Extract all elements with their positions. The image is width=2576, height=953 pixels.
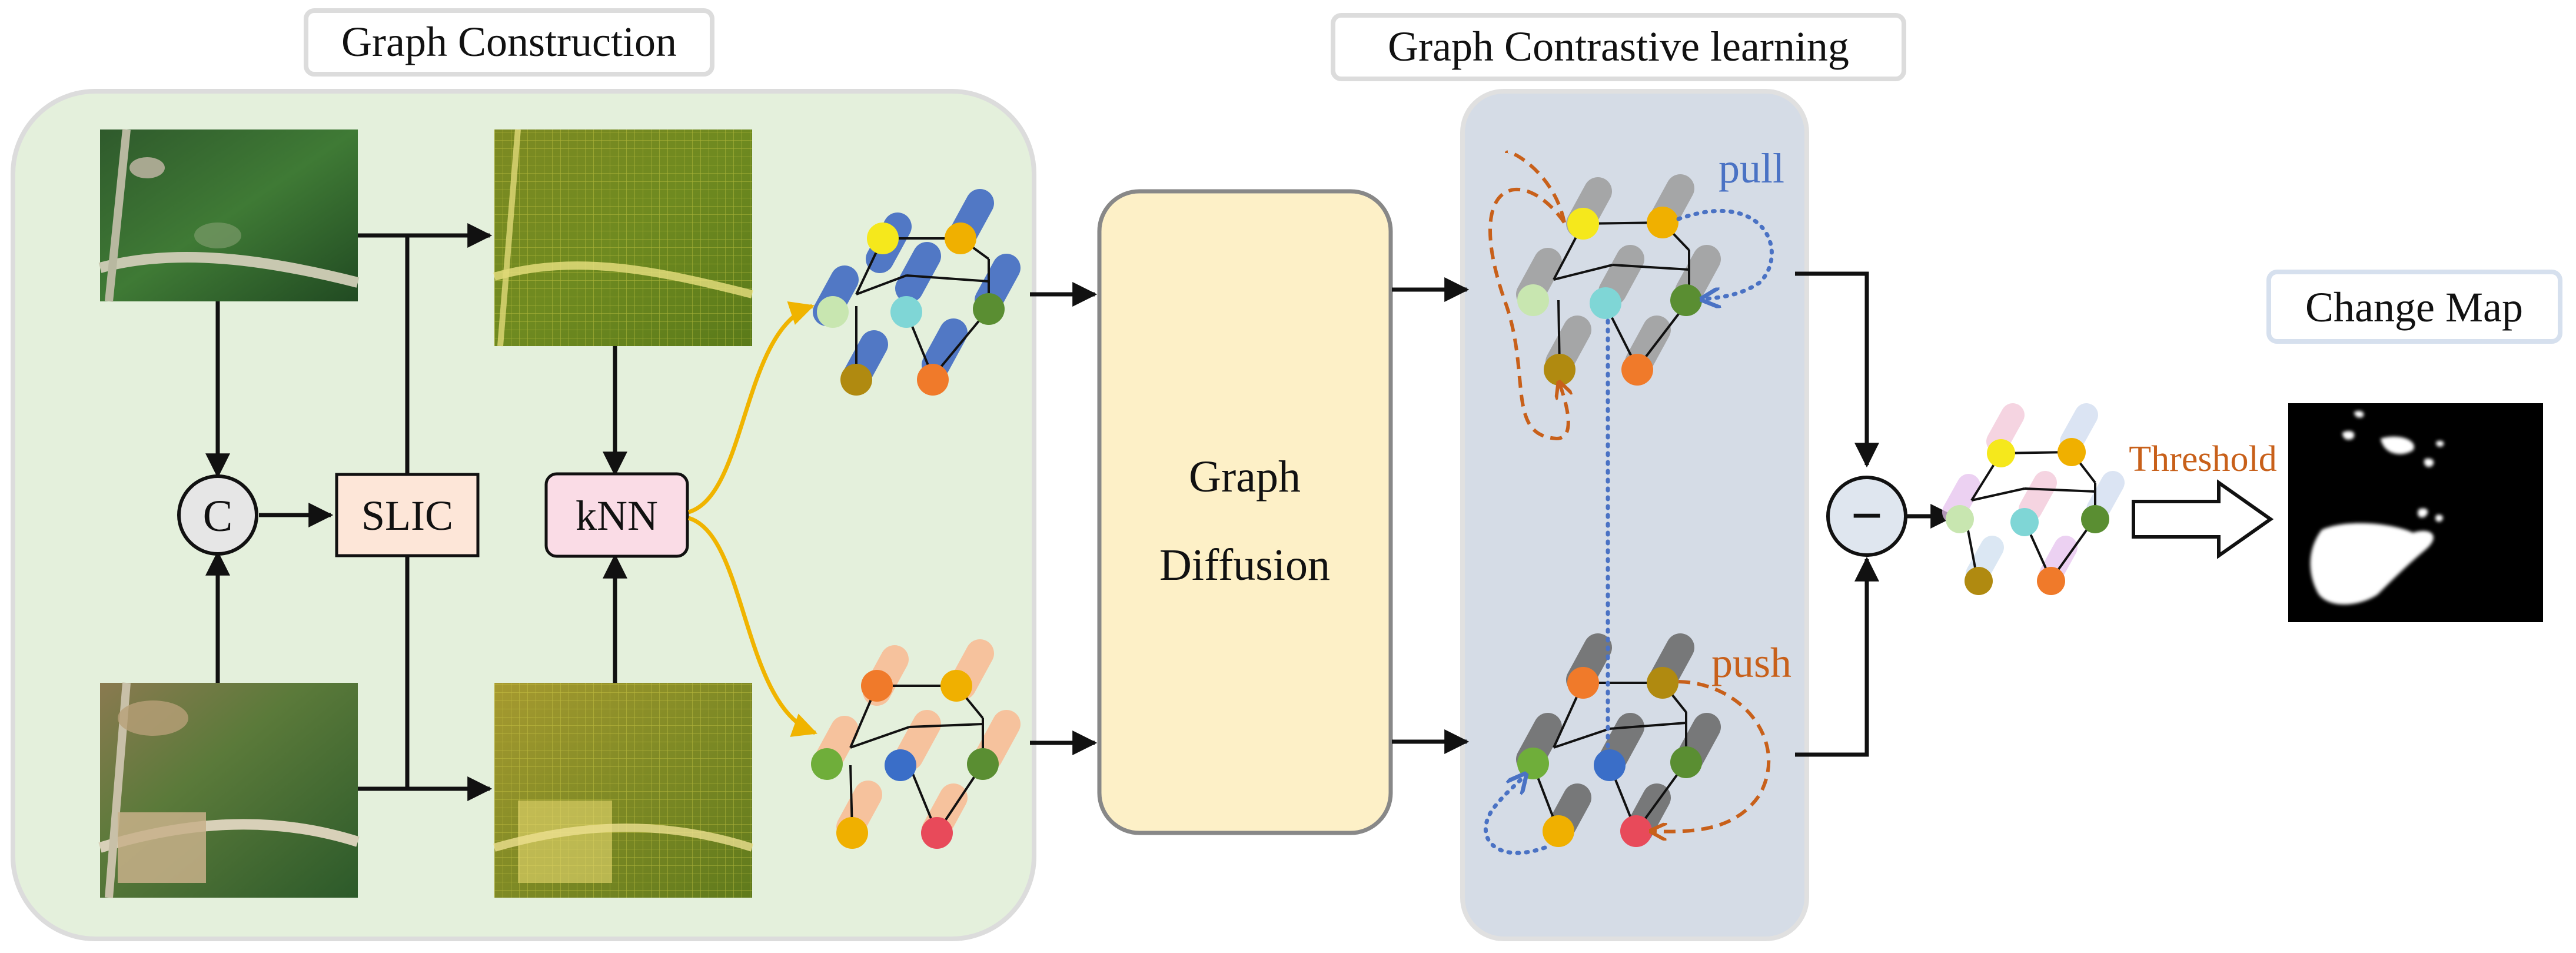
svg-text:kNN: kNN	[576, 492, 658, 539]
svg-text:Diffusion: Diffusion	[1159, 540, 1330, 590]
change-map-title: Change Map	[2266, 270, 2562, 344]
construction-connectors	[205, 223, 627, 801]
top-contrastive-curves	[1488, 150, 1774, 441]
satellite-image-t2	[98, 682, 360, 898]
svg-text:Change Map: Change Map	[2305, 284, 2523, 331]
push-label: push	[1711, 639, 1791, 686]
subtract-node: −	[1826, 476, 1907, 557]
graph-t1	[813, 189, 1021, 396]
graph-diffusion-node: Graph Diffusion	[1097, 189, 1393, 835]
svg-text:−: −	[1851, 484, 1883, 547]
fused-graph	[1942, 403, 2125, 595]
svg-text:SLIC: SLIC	[361, 492, 453, 539]
to-contrastive-arrows	[1392, 277, 1470, 754]
threshold-arrow	[2132, 479, 2274, 559]
graph-t2	[811, 639, 1021, 849]
bottom-contrastive-curves	[1483, 680, 1771, 855]
concat-node: C	[177, 474, 258, 556]
superpixel-image-t1	[493, 129, 753, 347]
svg-text:Graph Construction: Graph Construction	[341, 18, 677, 65]
slic-node: SLIC	[335, 473, 480, 557]
knn-to-graph-curves	[687, 301, 817, 737]
svg-text:C: C	[203, 492, 233, 541]
pull-label: pull	[1719, 145, 1784, 192]
satellite-image-t1	[98, 129, 360, 302]
graph-construction-title: Graph Construction	[304, 8, 714, 77]
to-diffusion-arrows	[1030, 282, 1098, 755]
change-map-image	[2288, 403, 2543, 622]
contrastive-graph-top	[1516, 174, 1721, 386]
superpixel-image-t2	[493, 683, 754, 898]
svg-text:Graph Contrastive learning: Graph Contrastive learning	[1388, 23, 1849, 70]
threshold-label: Threshold	[2129, 439, 2276, 479]
contrastive-graph-bottom	[1516, 633, 1721, 847]
svg-text:Graph: Graph	[1189, 452, 1301, 502]
knn-node: kNN	[544, 472, 689, 558]
graph-contrastive-title: Graph Contrastive learning	[1331, 13, 1906, 81]
